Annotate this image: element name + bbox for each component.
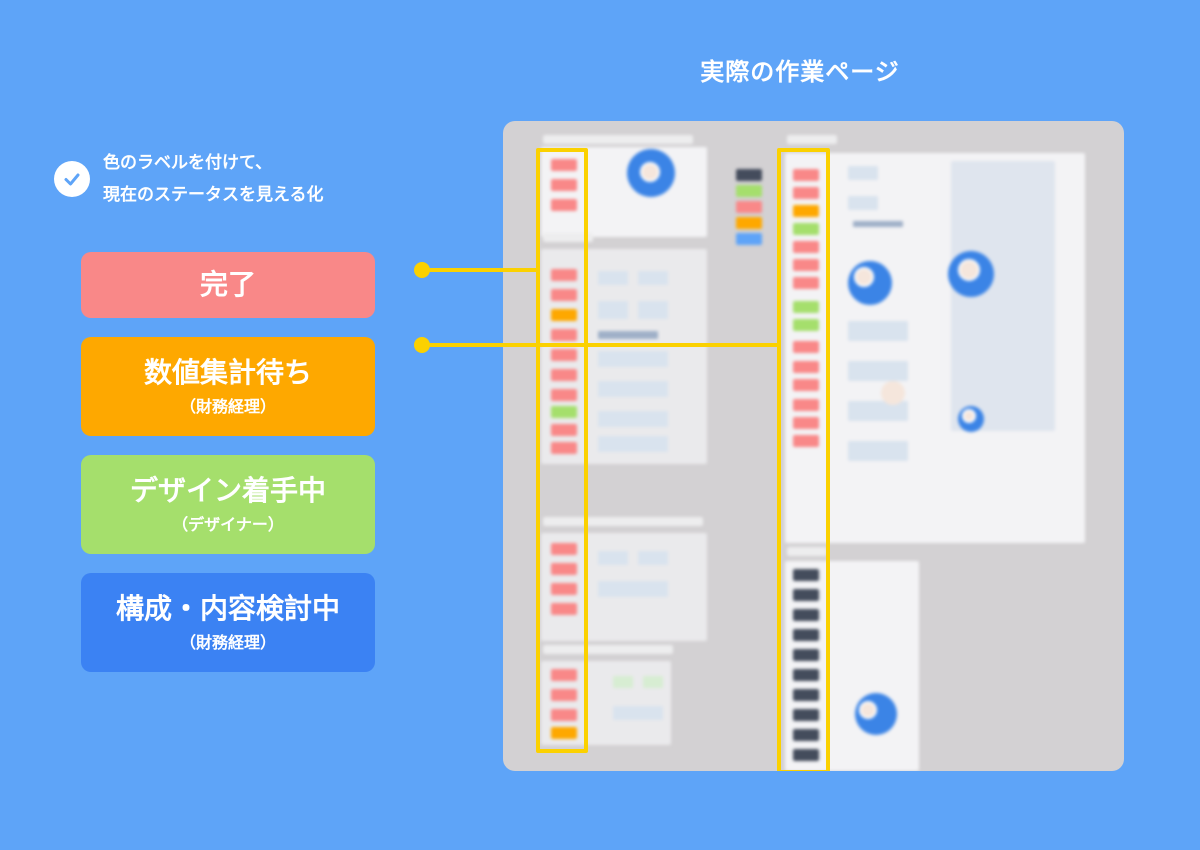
status-label: 数値集計待ち <box>143 355 312 389</box>
panel-label <box>543 233 593 242</box>
avatar-bubble <box>848 261 892 305</box>
avatar-bubble <box>958 406 984 432</box>
status-card-content-review: 構成・内容検討中 （財務経理） <box>81 573 375 672</box>
status-owner: （財務経理） <box>179 632 276 652</box>
avatar-bubble <box>948 251 994 297</box>
status-label: 構成・内容検討中 <box>115 591 340 625</box>
panel-label <box>787 135 837 144</box>
panel-label <box>543 135 693 144</box>
panel-label <box>543 645 673 654</box>
panel-label <box>543 517 703 526</box>
avatar-bubble <box>627 149 675 197</box>
status-card-awaiting-figures: 数値集計待ち （財務経理） <box>81 337 375 436</box>
connector-line-awaiting <box>422 343 781 347</box>
check-circle-icon <box>54 161 90 197</box>
status-owner: （財務経理） <box>179 396 276 416</box>
status-label: デザイン着手中 <box>129 473 326 507</box>
intro-line-2: 現在のステータスを見える化 <box>103 185 324 205</box>
page-title: 実際の作業ページ <box>700 58 900 86</box>
workspace-preview <box>503 121 1124 771</box>
status-card-done: 完了 <box>81 252 375 318</box>
status-card-design-in-progress: デザイン着手中 （デザイナー） <box>81 455 375 554</box>
workspace-canvas <box>503 121 1124 771</box>
status-owner: （デザイナー） <box>172 514 284 534</box>
highlight-left-column <box>536 148 588 753</box>
intro-text: 色のラベルを付けて、 現在のステータスを見える化 <box>103 147 443 211</box>
avatar-bubble <box>855 693 897 735</box>
highlight-right-column <box>777 148 830 771</box>
intro-line-1: 色のラベルを付けて、 <box>103 153 273 173</box>
panel-label <box>787 547 827 556</box>
connector-line-done <box>422 268 540 272</box>
status-label: 完了 <box>199 268 256 301</box>
